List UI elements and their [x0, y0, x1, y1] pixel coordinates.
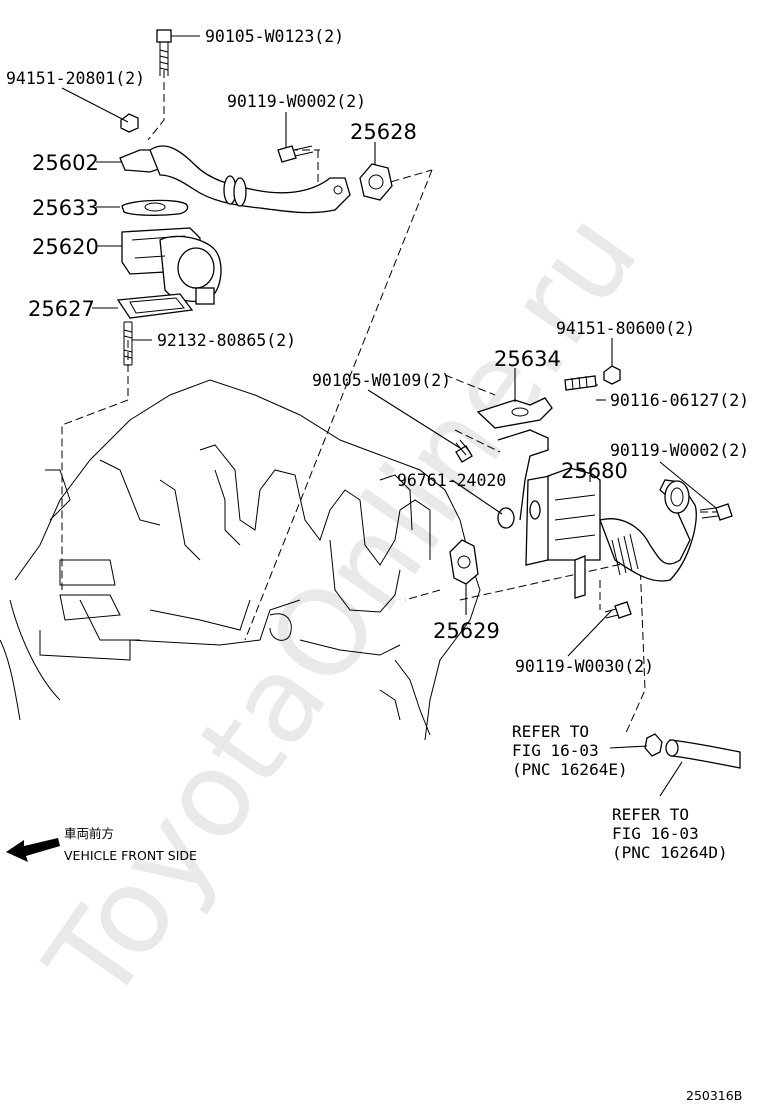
vehicle-front-indicator: 車両前方 VEHICLE FRONT SIDE	[6, 826, 197, 863]
bolt-90105-W0109-icon	[455, 439, 473, 463]
ref2-line1: REFER TO	[612, 805, 689, 824]
callout-labels: 90105-W0123(2) 94151-20801(2) 90119-W000…	[6, 27, 749, 676]
label-94151-20801: 94151-20801(2)	[6, 69, 145, 88]
egr-cooler-25680-icon	[497, 429, 697, 599]
label-90105-W0109: 90105-W0109(2)	[312, 371, 451, 390]
egr-valve-25620-icon	[121, 227, 222, 305]
ref2-line3: (PNC 16264D)	[612, 843, 728, 862]
ref2-line2: FIG 16-03	[612, 824, 699, 843]
gasket-25627-icon	[116, 293, 194, 319]
label-25628: 25628	[350, 120, 417, 144]
stud-92132-80865-icon	[123, 321, 133, 366]
bolt-90119-W0002-right-icon	[699, 503, 733, 521]
label-92132-80865: 92132-80865(2)	[157, 331, 296, 350]
diagram-id: 250316B	[686, 1088, 742, 1103]
label-25602: 25602	[32, 151, 99, 175]
nut-94151-80600-icon	[603, 365, 621, 385]
reference-note-2: REFER TO FIG 16-03 (PNC 16264D)	[612, 805, 728, 862]
bolt-90119-W0002-top-icon	[277, 145, 314, 163]
label-25620: 25620	[32, 235, 99, 259]
gasket-25634-icon	[476, 397, 553, 429]
label-25634: 25634	[494, 347, 561, 371]
engine-block	[0, 379, 481, 741]
egr-pipe-25602-icon	[119, 145, 351, 214]
label-25633: 25633	[32, 196, 99, 220]
label-90119-W0002-right: 90119-W0002(2)	[610, 441, 749, 460]
label-25627: 25627	[28, 297, 95, 321]
label-25629: 25629	[433, 619, 500, 643]
direction-label-en: VEHICLE FRONT SIDE	[64, 848, 197, 863]
label-94151-80600: 94151-80600(2)	[556, 319, 695, 338]
gasket-25633-icon	[121, 199, 189, 216]
label-90105-W0123: 90105-W0123(2)	[205, 27, 344, 46]
assembly-lines	[61, 70, 720, 736]
nut-94151-20801-icon	[120, 113, 139, 133]
leader-lines	[61, 35, 717, 797]
direction-label-jp: 車両前方	[64, 826, 114, 841]
ref1-line1: REFER TO	[512, 722, 589, 741]
label-96761-24020: 96761-24020	[397, 471, 506, 490]
label-25680: 25680	[561, 459, 628, 483]
gasket-25629-icon	[449, 539, 479, 585]
label-90119-W0030: 90119-W0030(2)	[515, 657, 654, 676]
ref1-line2: FIG 16-03	[512, 741, 599, 760]
reference-note-1: REFER TO FIG 16-03 (PNC 16264E)	[512, 722, 628, 779]
gasket-25628-icon	[359, 163, 393, 201]
label-90116-06127: 90116-06127(2)	[610, 391, 749, 410]
arrow-left-icon	[6, 838, 60, 862]
stud-90116-06127-icon	[564, 375, 597, 391]
hose-ref-icon	[665, 739, 741, 769]
bolt-90105-W0123-icon	[156, 29, 172, 76]
label-90119-W0002-top: 90119-W0002(2)	[227, 92, 366, 111]
ref1-line3: (PNC 16264E)	[512, 760, 628, 779]
bolt-90119-W0030-icon	[604, 601, 632, 619]
hose-clamp-ref-icon	[644, 733, 663, 757]
o-ring-96761-24020-icon	[497, 507, 515, 529]
